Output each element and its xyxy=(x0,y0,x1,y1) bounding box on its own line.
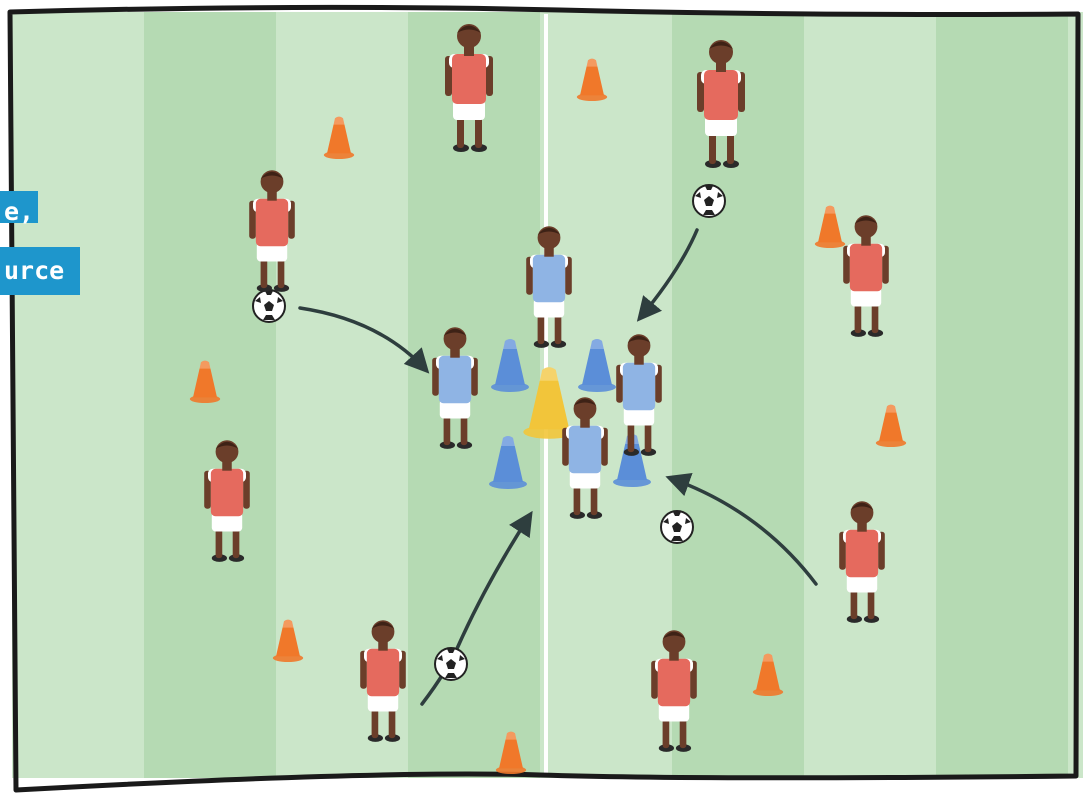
pitch-stripe xyxy=(804,12,937,778)
soccer-ball-icon xyxy=(252,289,286,323)
pitch-stripe xyxy=(12,12,145,778)
cone-icon xyxy=(523,367,575,439)
players xyxy=(204,24,889,752)
player-icon xyxy=(651,630,697,752)
arrow-icon xyxy=(665,473,818,586)
cone-icon xyxy=(578,339,616,392)
soccer-ball-icon xyxy=(434,647,468,681)
player-icon xyxy=(616,334,662,456)
player-icon xyxy=(843,215,889,337)
player-icon xyxy=(204,440,250,562)
cone-icon xyxy=(752,653,784,696)
cropped-label-2: urce xyxy=(0,247,80,295)
player-icon xyxy=(360,620,406,742)
player-icon xyxy=(526,226,572,348)
pitch-stripe xyxy=(672,12,805,778)
arrow-icon xyxy=(298,306,430,374)
player-icon xyxy=(445,24,493,152)
cropped-label-1: e, xyxy=(0,191,38,224)
cone-icon xyxy=(495,731,527,774)
player-icon xyxy=(839,501,885,623)
arrow-icon xyxy=(420,510,533,706)
pitch-border xyxy=(7,4,1081,793)
balls xyxy=(252,184,726,681)
cone-icon xyxy=(489,436,527,489)
cone-icon xyxy=(875,404,907,447)
player-icon xyxy=(697,40,745,168)
soccer-ball-icon xyxy=(692,184,726,218)
cone-icon xyxy=(189,360,221,403)
pitch xyxy=(12,12,1083,778)
pitch-stripe xyxy=(936,12,1069,778)
soccer-ball-icon xyxy=(660,510,694,544)
cone-icon xyxy=(323,116,355,159)
cone-icon xyxy=(576,58,608,101)
cone-icon xyxy=(272,619,304,662)
cone-icon xyxy=(491,339,529,392)
pass-arrows xyxy=(298,228,818,706)
player-icon xyxy=(249,170,295,292)
arrow-icon xyxy=(636,228,699,322)
player-icon xyxy=(432,327,478,449)
player-icon xyxy=(562,397,608,519)
cones xyxy=(189,58,907,774)
cone-icon xyxy=(814,205,846,248)
